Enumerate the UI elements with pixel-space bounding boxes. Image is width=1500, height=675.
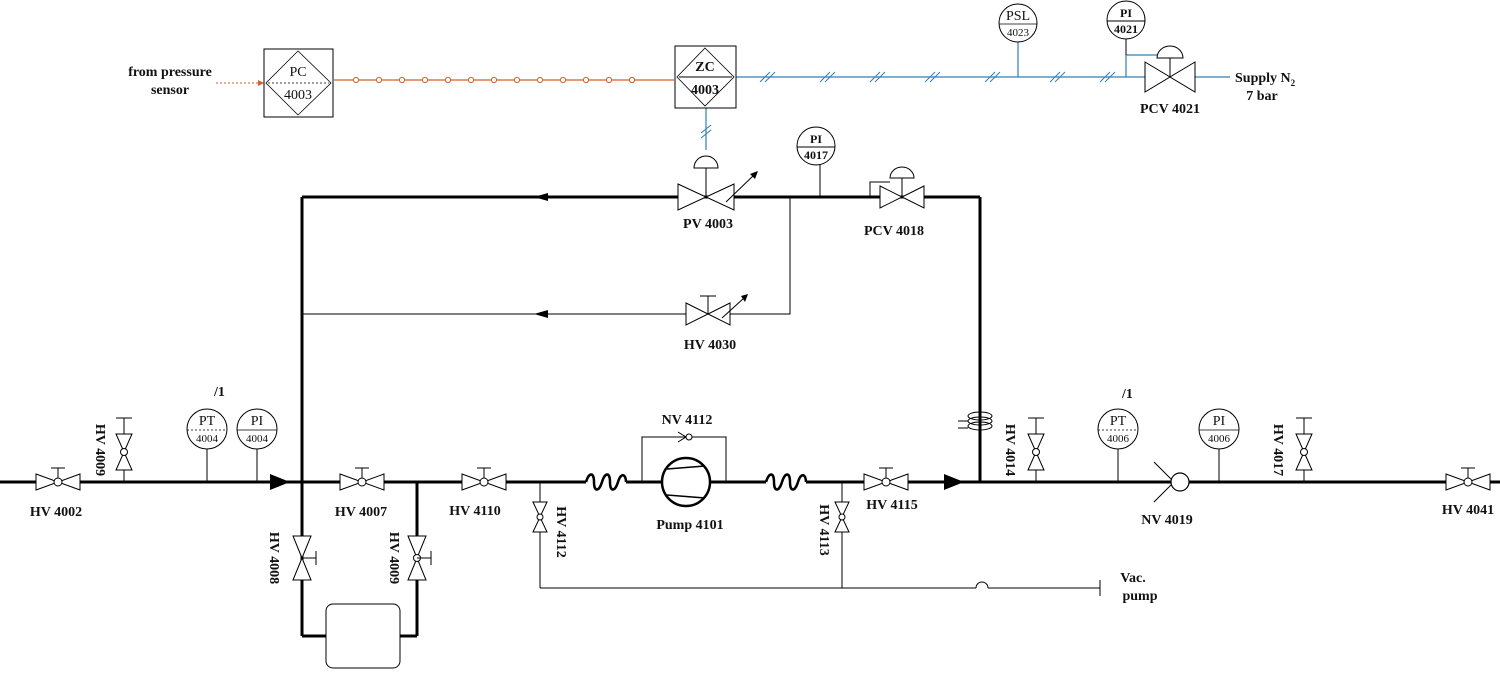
valve-hv-4115[interactable] (863, 467, 909, 491)
flow-arrow-main-2 (944, 474, 964, 490)
valve-hv-4110[interactable] (461, 467, 507, 491)
signal-dot (352, 76, 360, 84)
label-hv-4112: HV 4112 (553, 506, 568, 557)
coil-symbol (958, 411, 993, 431)
instrument-pi-4021[interactable]: PI 4021 (1106, 0, 1146, 55)
svg-text:PT: PT (1110, 414, 1127, 429)
signal-dot (582, 76, 590, 84)
signal-dot (536, 76, 544, 84)
valve-hv-4112[interactable] (532, 501, 548, 533)
controller-zc-4003[interactable]: ZC 4003 (674, 45, 737, 109)
valve-hv-4017[interactable] (1295, 417, 1313, 471)
signal-dot (513, 76, 521, 84)
svg-text:PT: PT (199, 414, 216, 429)
signal-dot (398, 76, 406, 84)
flow-arrows (270, 193, 964, 490)
svg-text:PSL: PSL (1006, 9, 1030, 24)
instrument-pi-4017[interactable]: PI 4017 (796, 126, 836, 166)
svg-text:4004: 4004 (196, 433, 219, 445)
label-hv-4002: HV 4002 (30, 505, 82, 520)
label-pcv-4018: PCV 4018 (864, 224, 924, 239)
instrument-psl-4023[interactable]: PSL 4023 (998, 3, 1038, 43)
signal-dot (421, 76, 429, 84)
zc-4003-bottom: 4003 (691, 83, 719, 98)
signal-lines (216, 42, 1230, 150)
from-pressure-label-2: sensor (151, 83, 189, 98)
label-hv-4007: HV 4007 (335, 505, 387, 520)
from-pressure-label-1: from pressure (128, 65, 212, 80)
sheet-ref-2: /1 (1121, 387, 1133, 402)
main-piping (0, 195, 1500, 638)
svg-text:4023: 4023 (1007, 27, 1030, 39)
label-hv-4009-bottom: HV 4009 (386, 532, 401, 584)
valve-hv-4007[interactable] (339, 467, 385, 491)
label-hv-4041: HV 4041 (1442, 503, 1494, 518)
supply-label-2: 7 bar (1246, 89, 1278, 104)
signal-dots (352, 76, 636, 84)
label-hv-4113: HV 4113 (816, 504, 831, 555)
controller-pc-4003[interactable]: PC 4003 (263, 48, 334, 118)
valve-hv-4009-top[interactable] (115, 417, 133, 471)
signal-dot (467, 76, 475, 84)
signal-dot (605, 76, 613, 84)
sheet-ref-1: /1 (213, 385, 225, 400)
flex-hose-1 (584, 473, 628, 491)
flex-hose-2 (764, 473, 808, 491)
label-hv-4110: HV 4110 (449, 504, 500, 519)
svg-text:4017: 4017 (804, 148, 828, 162)
valve-hv-4014[interactable] (1027, 417, 1045, 471)
svg-text:PI: PI (1213, 414, 1226, 429)
valve-nv-4019[interactable] (1153, 461, 1190, 503)
valve-pcv-4021[interactable] (1144, 45, 1196, 93)
label-hv-4030: HV 4030 (684, 338, 736, 353)
svg-text:PI: PI (1120, 6, 1132, 20)
vac-label-1: Vac. (1120, 571, 1146, 586)
valve-hv-4002[interactable] (35, 467, 81, 491)
signal-dot (628, 76, 636, 84)
valve-hv-4009-bottom[interactable] (407, 535, 432, 581)
instrument-pi-4006[interactable]: PI 4006 (1198, 408, 1240, 450)
flow-arrow-top (534, 193, 548, 201)
label-pump-4101: Pump 4101 (656, 518, 723, 533)
signal-dot (490, 76, 498, 84)
signal-dot (375, 76, 383, 84)
signal-dot (559, 76, 567, 84)
valve-hv-4041[interactable] (1445, 467, 1491, 491)
pc-4003-top: PC (289, 65, 306, 80)
zc-4003-top: ZC (695, 60, 714, 75)
svg-text:4006: 4006 (1208, 433, 1231, 445)
svg-text:4004: 4004 (246, 433, 269, 445)
label-hv-4017: HV 4017 (1270, 424, 1285, 476)
valve-pv-4003[interactable] (677, 155, 758, 211)
valve-hv-4113[interactable] (834, 501, 850, 533)
flow-arrow-main-1 (270, 474, 290, 490)
label-hv-4115: HV 4115 (866, 498, 917, 513)
label-hv-4008: HV 4008 (266, 532, 281, 584)
label-hv-4014: HV 4014 (1002, 424, 1017, 476)
label-nv-4112: NV 4112 (662, 413, 713, 428)
instrument-pi-4004[interactable]: PI 4004 (236, 408, 278, 450)
svg-text:PI: PI (251, 414, 264, 429)
vac-label-2: pump (1122, 589, 1157, 604)
svg-text:PI: PI (810, 132, 822, 146)
supply-label-1: Supply N2 (1235, 71, 1296, 88)
pc-4003-bottom: 4003 (284, 88, 312, 103)
pump-4101[interactable] (660, 456, 712, 508)
label-hv-4009-top: HV 4009 (92, 424, 107, 476)
valve-hv-4030[interactable] (685, 294, 748, 326)
instrument-pt-4004[interactable]: PT 4004 (186, 408, 228, 450)
vessel (325, 603, 401, 669)
label-nv-4019: NV 4019 (1141, 513, 1192, 528)
label-pv-4003: PV 4003 (683, 217, 733, 232)
labels: from pressure sensor Supply N2 7 bar Vac… (30, 65, 1494, 604)
label-pcv-4021: PCV 4021 (1140, 102, 1200, 117)
valve-hv-4008[interactable] (292, 535, 317, 581)
valve-nv-4112[interactable] (677, 431, 693, 443)
instrument-pt-4006[interactable]: PT 4006 (1097, 408, 1139, 450)
signal-dot (444, 76, 452, 84)
valve-pcv-4018[interactable] (869, 166, 925, 209)
svg-text:4021: 4021 (1114, 22, 1138, 36)
svg-text:4006: 4006 (1107, 433, 1130, 445)
